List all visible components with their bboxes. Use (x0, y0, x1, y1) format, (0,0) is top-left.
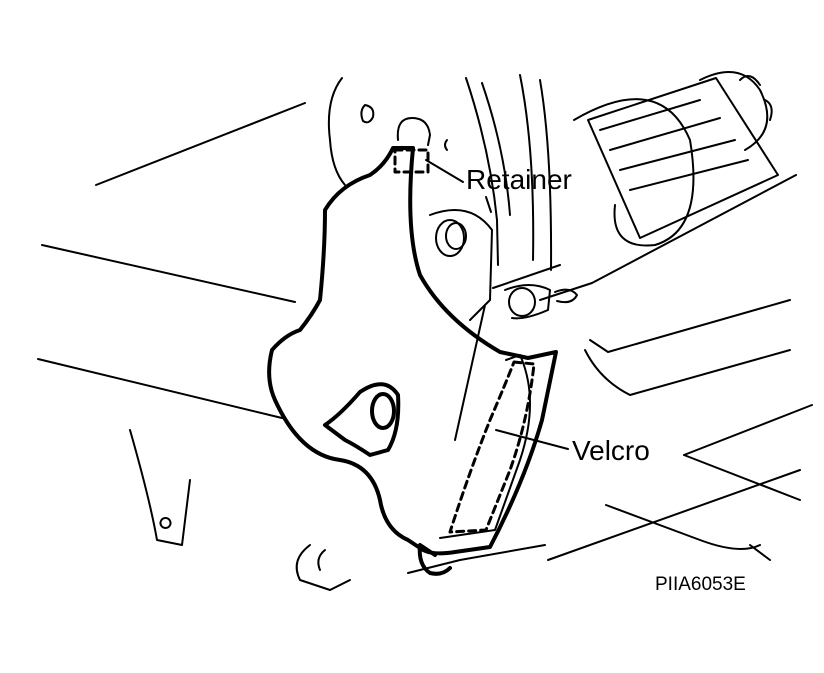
retainer-label: Retainer (466, 164, 572, 195)
seat-frame-lines (37, 71, 813, 591)
velcro-leader-line (495, 429, 569, 450)
retainer-part (396, 117, 431, 146)
retainer-leader-line (425, 159, 464, 183)
velcro-label: Velcro (572, 435, 650, 466)
figure-code: PIIA6053E (655, 574, 746, 595)
bolt-bracket (429, 209, 578, 321)
leader-lines (425, 159, 569, 450)
trim-cover (267, 146, 558, 576)
velcro-strip (439, 354, 531, 539)
velcro-marker-icon (448, 360, 536, 534)
retainer-marker-icon (393, 148, 430, 174)
